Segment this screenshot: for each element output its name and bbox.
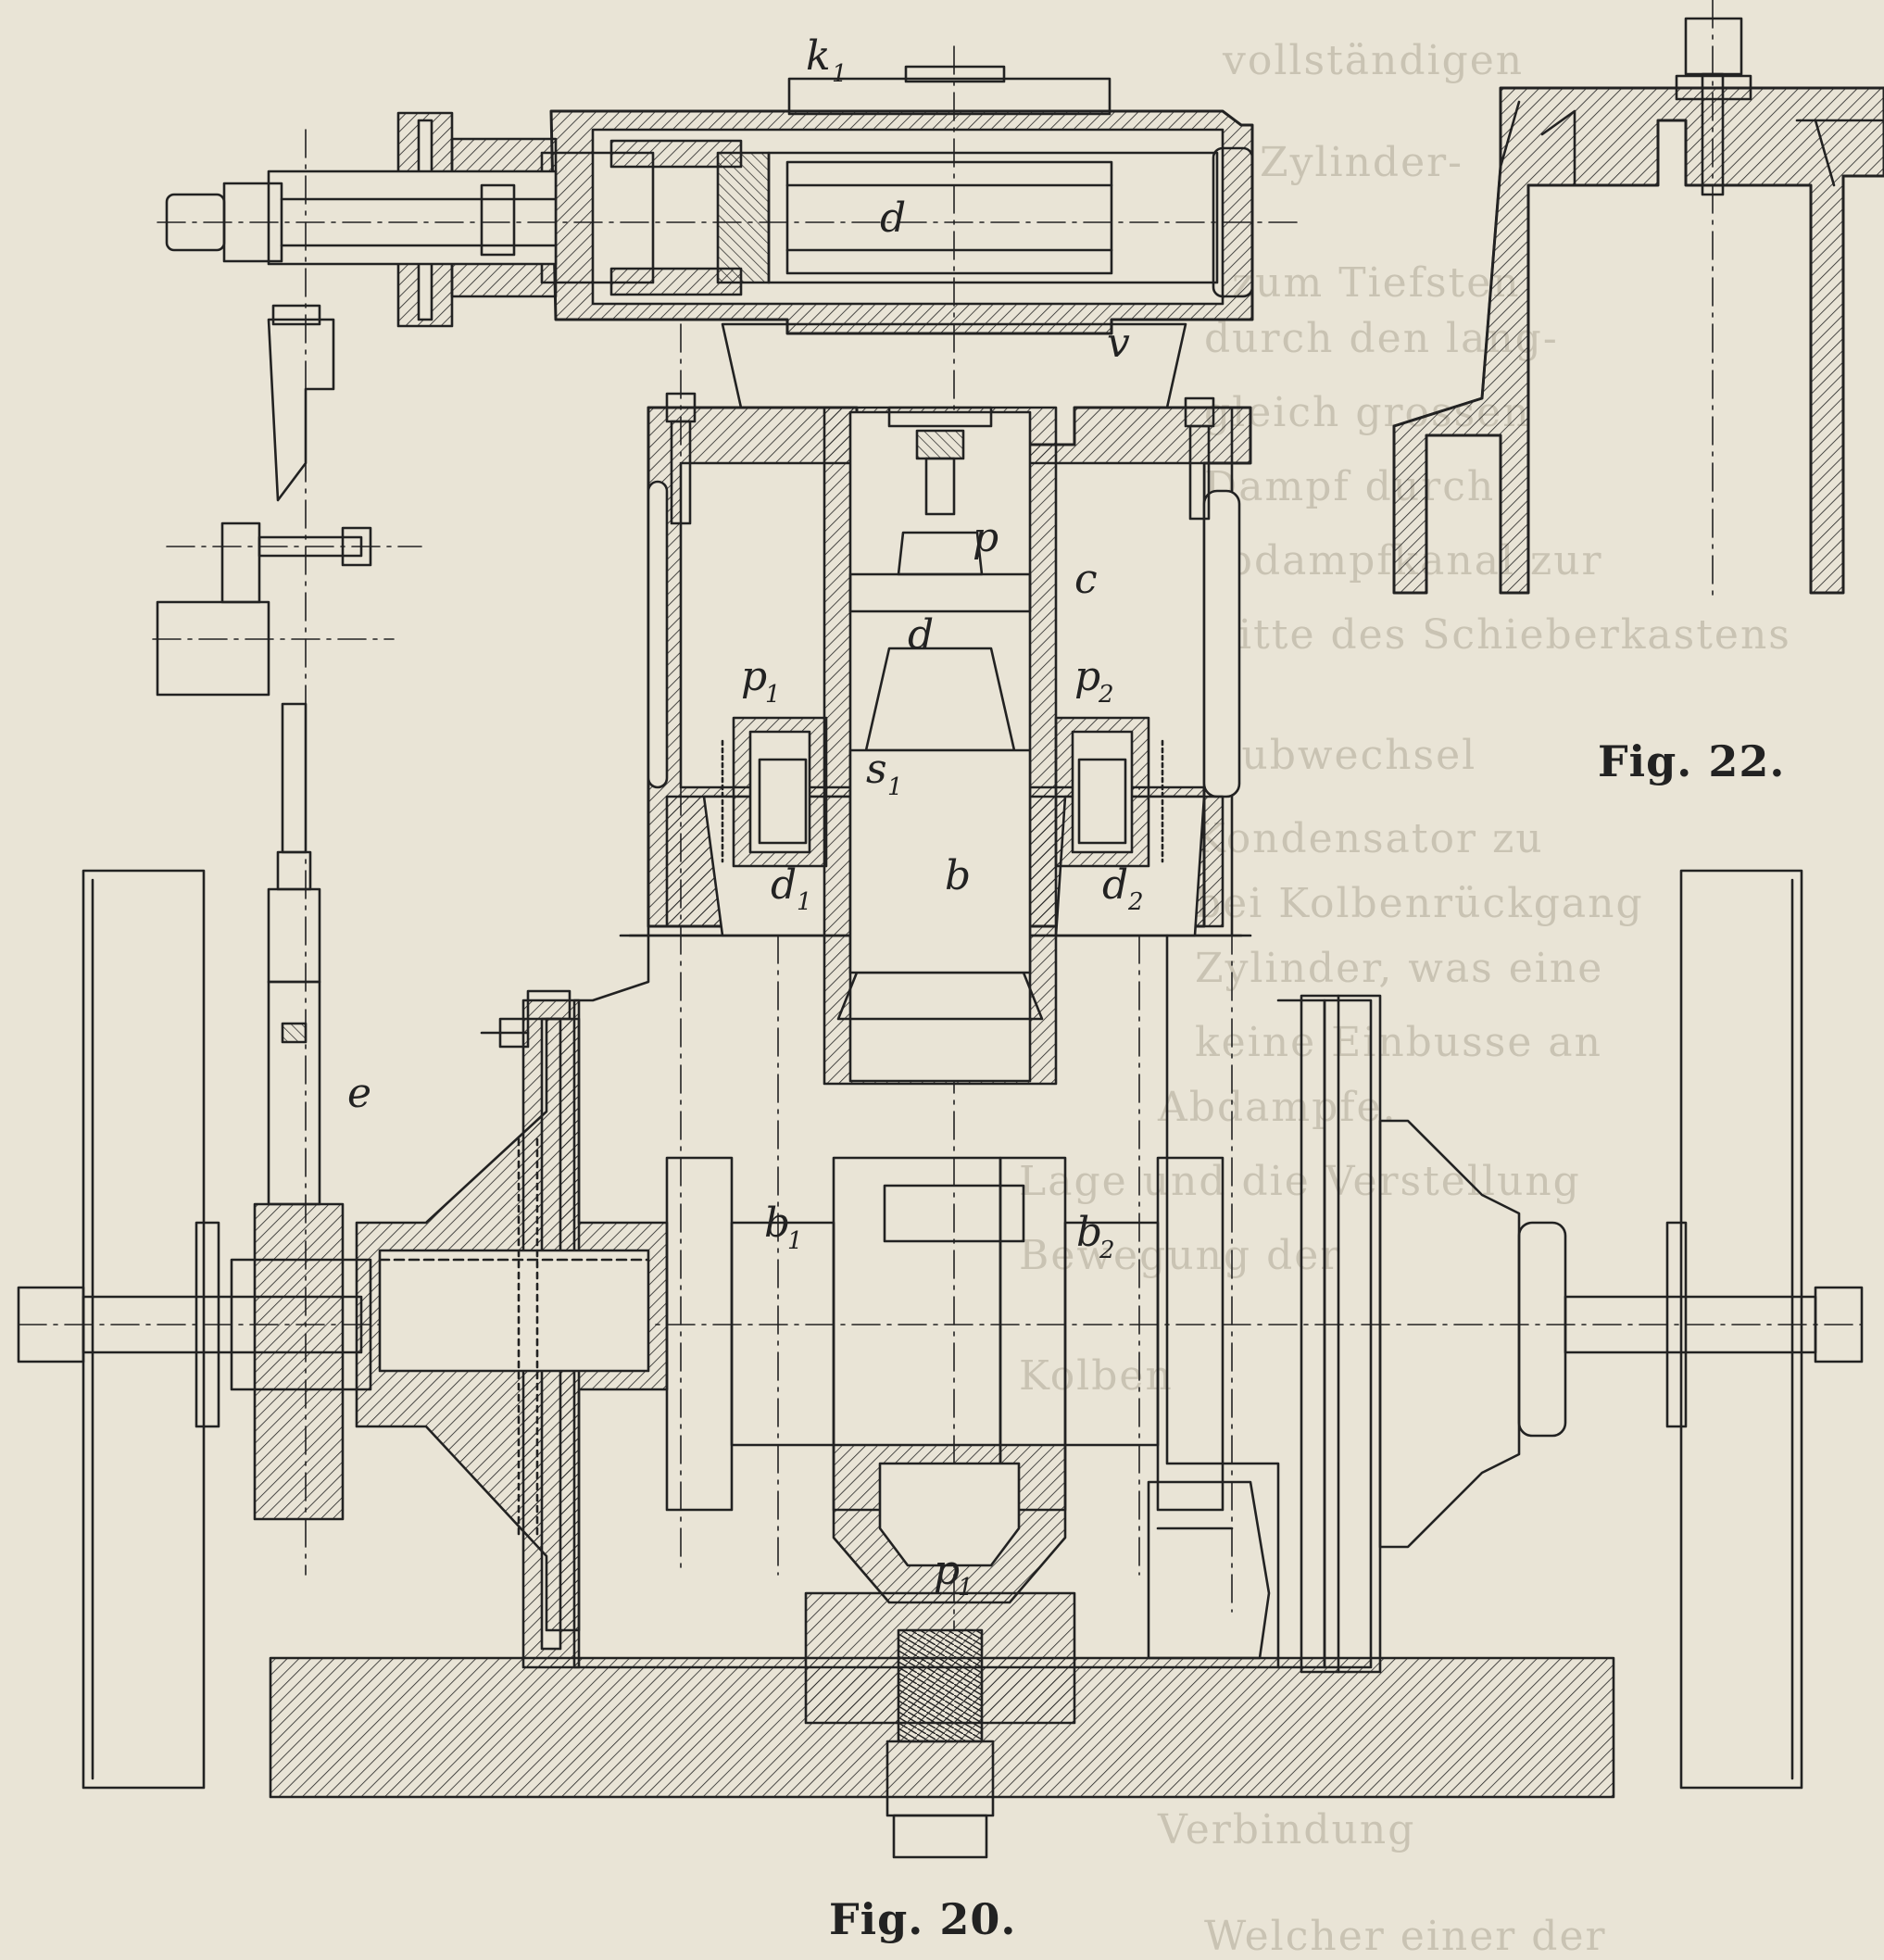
flywheel-right	[1665, 869, 1803, 1790]
label-p1-bottom: p	[934, 1547, 960, 1594]
fig22-caption: Fig. 22.	[1598, 736, 1786, 786]
flywheel-hub-right	[1378, 1119, 1864, 1549]
show-through-line: Zylinder, was eine	[1195, 945, 1604, 992]
foundation	[269, 1656, 1615, 1799]
label-k1: k	[806, 32, 831, 80]
show-through-line: Hubwechsel	[1204, 732, 1477, 779]
label-v: v	[1107, 320, 1130, 367]
label-b1: b	[764, 1200, 790, 1247]
label-d1: d	[771, 861, 797, 909]
label-d: d	[908, 611, 934, 659]
part-labels: k 1 d v p d c p 1 p 2 s 1 b d 1 d 2 e b …	[347, 32, 1144, 1602]
label-s1-sub: 1	[887, 773, 903, 801]
label-s1: s	[866, 746, 887, 793]
main-bearing-left	[355, 1017, 669, 1632]
show-through-line: Verbindung	[1158, 1806, 1416, 1853]
show-through-line: zum Tiefsten	[1232, 259, 1521, 307]
trunk-piston	[823, 406, 1058, 1086]
show-through-line: Dampf durch	[1204, 463, 1496, 510]
label-d2-sub: 2	[1127, 888, 1144, 916]
right-foot	[1147, 1480, 1271, 1660]
label-p1-bottom-sub: 1	[958, 1574, 973, 1602]
show-through-line: keine Einbusse an	[1195, 1019, 1602, 1066]
show-through-line: bei Kolbenrückgang	[1195, 880, 1644, 927]
label-d1-sub: 1	[797, 888, 812, 916]
label-b2-sub: 2	[1099, 1237, 1115, 1264]
show-through-line: Mitte des Schieberkastens	[1195, 611, 1791, 659]
label-e: e	[347, 1070, 371, 1117]
eccentric-rod	[156, 304, 372, 1521]
valve-rod-gland	[165, 111, 558, 328]
cylinder-bolts	[665, 392, 1215, 525]
show-through-line: vollständigen	[1223, 37, 1525, 84]
label-p: p	[973, 514, 999, 561]
show-through-line: Bewegung der	[1019, 1232, 1342, 1279]
fig20-caption: Fig. 20.	[829, 1894, 1017, 1944]
piston-rings-left	[721, 716, 828, 868]
label-k1-sub: 1	[832, 60, 848, 88]
fig22-detail	[1392, 0, 1884, 603]
label-b1-sub: 1	[787, 1227, 803, 1255]
show-through-line: Abdampfe.	[1158, 1084, 1398, 1131]
label-c: c	[1074, 556, 1098, 603]
crankshaft	[665, 1156, 1225, 1604]
flywheel-left	[82, 869, 220, 1790]
label-p2: p	[1074, 653, 1100, 700]
label-d2: d	[1102, 861, 1128, 909]
show-through-line: Kolben	[1019, 1352, 1174, 1400]
label-b2: b	[1076, 1209, 1102, 1256]
label-p1-sub: 1	[765, 681, 781, 709]
label-p2-sub: 2	[1098, 681, 1114, 709]
show-through-line: Kondensator zu	[1195, 815, 1544, 862]
label-d-valve: d	[880, 195, 906, 242]
show-through-line: Welcher einer der	[1204, 1913, 1607, 1960]
show-through-line: Zylinder-	[1260, 139, 1464, 186]
label-p1: p	[741, 653, 767, 700]
label-b: b	[945, 852, 971, 899]
piston-rings-right	[1054, 716, 1164, 868]
